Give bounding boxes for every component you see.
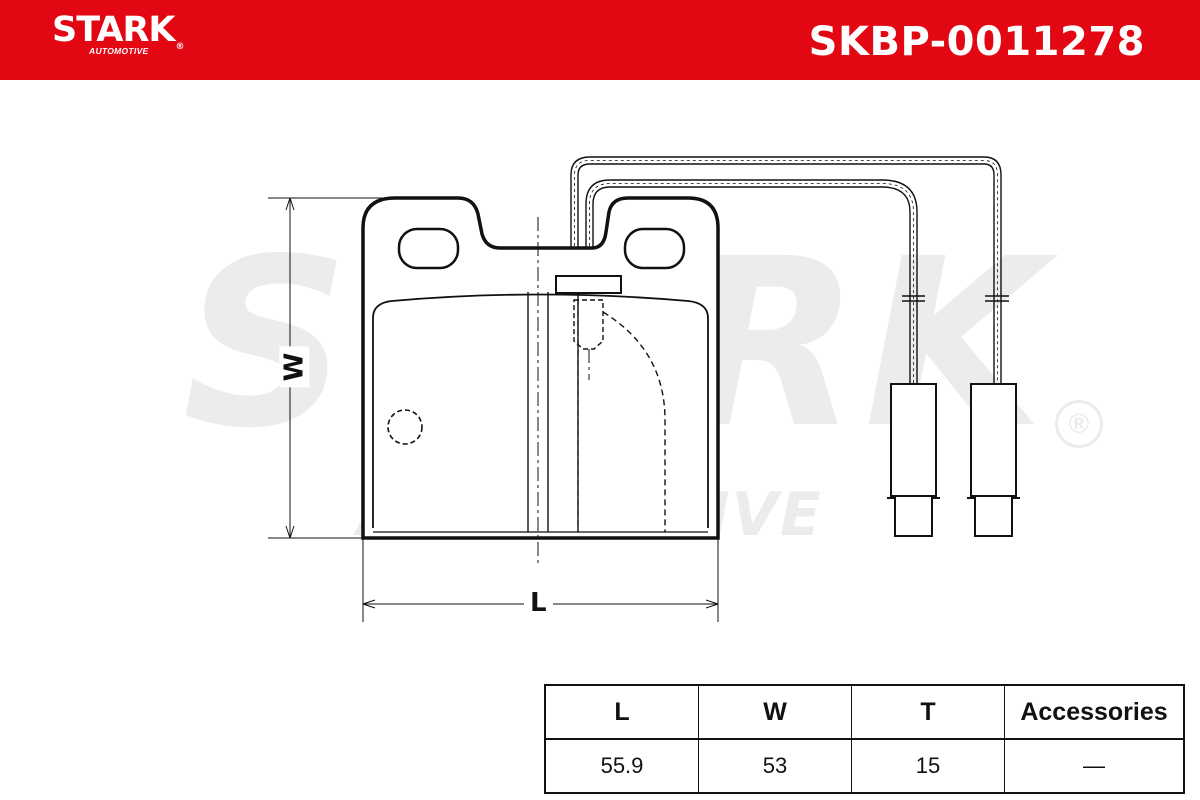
mounting-hole-left bbox=[397, 227, 460, 270]
logo-subtitle: AUTOMOTIVE bbox=[89, 46, 149, 56]
sensor-clip bbox=[555, 275, 622, 294]
mounting-hole-right bbox=[623, 227, 686, 270]
specs-table: L W T Accessories 55.9 53 15 — bbox=[544, 684, 1185, 794]
dimension-l-label: L bbox=[524, 588, 553, 618]
backing-plate bbox=[361, 196, 720, 540]
specs-header-width: W bbox=[698, 685, 852, 740]
specs-value-row: 55.9 53 15 — bbox=[545, 739, 1184, 793]
specs-header-accessories: Accessories bbox=[1004, 685, 1184, 740]
sensor-connector-left bbox=[887, 383, 940, 537]
specs-value-thickness: 15 bbox=[851, 739, 1005, 793]
wear-indicator-circle bbox=[387, 409, 423, 445]
friction-lining bbox=[372, 293, 709, 528]
logo-registered-mark: ® bbox=[175, 42, 185, 52]
stark-logo: STARK® AUTOMOTIVE bbox=[52, 10, 185, 56]
part-number: SKBP-0011278 bbox=[808, 19, 1145, 65]
specs-value-length: 55.9 bbox=[600, 753, 644, 778]
watermark-registered-icon: ® bbox=[1055, 400, 1103, 448]
wear-sensor-cables bbox=[570, 156, 1009, 384]
specs-header-length: L bbox=[545, 685, 699, 740]
specs-value-accessories: — bbox=[1004, 739, 1184, 793]
brake-pad-drawing bbox=[268, 156, 1020, 622]
logo-brand-text: STARK bbox=[52, 10, 176, 50]
specs-header-thickness: T bbox=[851, 685, 1005, 740]
specs-header-row: L W T Accessories bbox=[545, 685, 1184, 740]
specs-value-width: 53 bbox=[698, 739, 852, 793]
sensor-connector-right bbox=[967, 383, 1020, 537]
dimension-w-label: W bbox=[279, 346, 310, 388]
header-bar: STARK® AUTOMOTIVE SKBP-0011278 bbox=[0, 0, 1200, 80]
